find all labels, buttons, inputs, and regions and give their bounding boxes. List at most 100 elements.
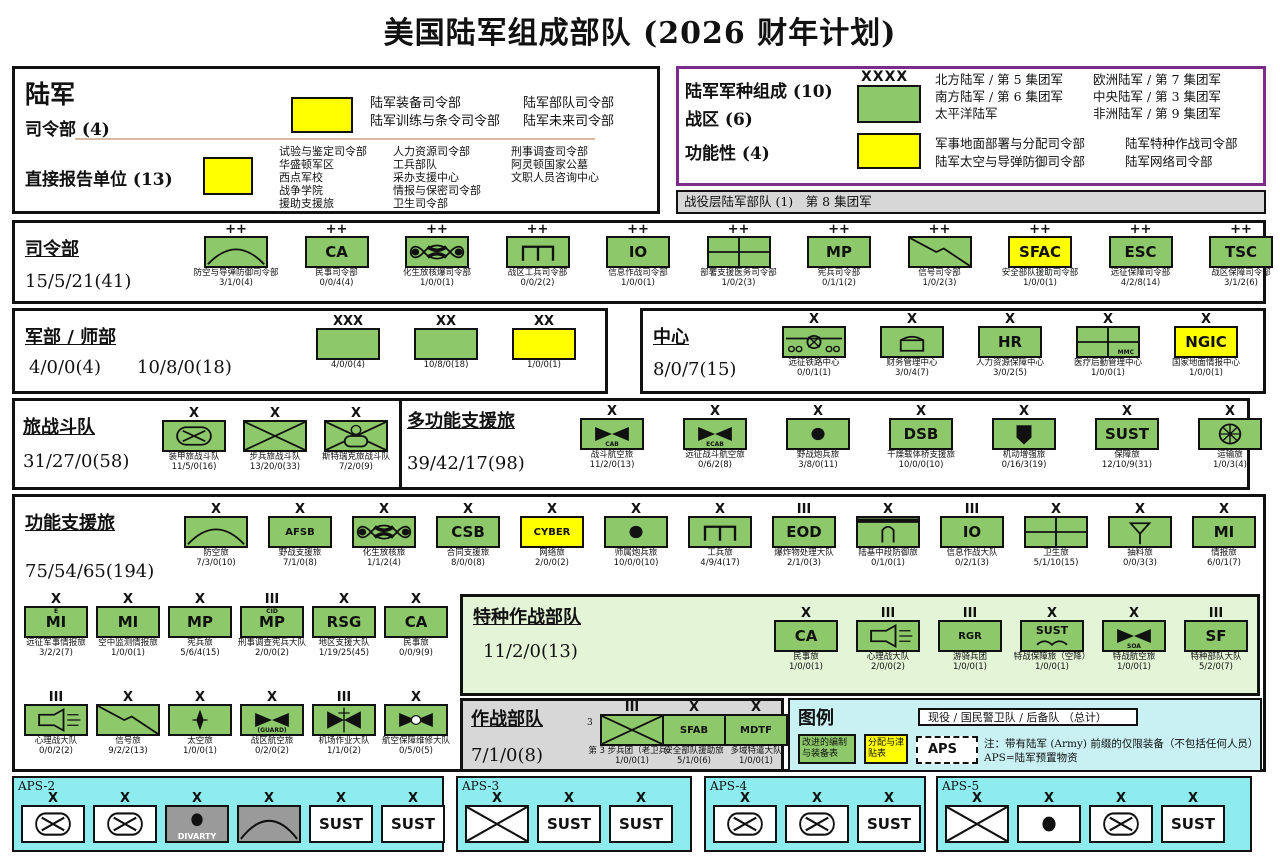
psyop-icon xyxy=(38,707,81,733)
unit-count: 3/0/2(5) xyxy=(993,367,1027,378)
echelon-marker: X xyxy=(563,791,575,806)
unit-frame xyxy=(1024,516,1088,548)
unit-frame xyxy=(706,236,771,268)
echelon-marker: X xyxy=(709,404,721,419)
unit-frame xyxy=(786,418,850,450)
unit-frame: MP xyxy=(168,606,232,638)
unit-name: 特战航空旅 xyxy=(1112,652,1156,662)
unit-frame xyxy=(785,805,849,843)
unit-frame xyxy=(1089,805,1153,843)
armor-icon xyxy=(176,426,212,446)
unit-count: 3/0/4(7) xyxy=(895,367,929,378)
unit-prefix: 3 xyxy=(587,718,593,728)
unit-code: CA xyxy=(325,243,348,261)
unit-count: 1/0/0(1) xyxy=(183,745,217,756)
legend-yellow-label: 分配与津贴表 xyxy=(868,738,905,759)
sof-count: 11/2/0(13) xyxy=(483,641,578,662)
unit-frame: SFAB xyxy=(662,714,726,746)
unit-frame: SUST xyxy=(1161,805,1225,843)
echelon-marker: X xyxy=(210,502,222,517)
dru-item: 战争学院 xyxy=(279,184,323,197)
unit-count: 1/0/2(3) xyxy=(922,277,957,288)
dru-item: 华盛顿军区 xyxy=(279,158,334,171)
echelon-marker: X xyxy=(188,406,200,421)
echelon-marker: ++ xyxy=(1129,222,1152,237)
echelon-marker: X xyxy=(410,690,422,705)
unit-frame xyxy=(465,805,529,843)
shield-icon xyxy=(1016,425,1032,445)
army-dru-yellow-box xyxy=(203,157,253,195)
echelon-marker: X xyxy=(194,592,206,607)
echelon-marker: XX xyxy=(435,314,457,329)
unit-name: 装甲旅战斗队 xyxy=(168,452,220,462)
unit-frame: MP xyxy=(807,236,871,268)
unit-code: CA xyxy=(794,627,818,645)
echelon-marker: X xyxy=(808,312,820,327)
legend-heading: 图例 xyxy=(798,708,834,729)
unit-count: 13/20/0(33) xyxy=(249,461,301,472)
artillery-icon xyxy=(629,525,643,539)
campaign-bar: 战役层陆军部队 (1) 第 8 集团军 xyxy=(676,190,1266,214)
echelon-marker: III xyxy=(624,700,640,715)
unit-frame: EOD xyxy=(772,516,836,548)
asc-theater-unit-6: 非洲陆军 / 第 9 集团军 xyxy=(1093,106,1222,121)
unit-subcode: ECAB xyxy=(706,441,724,448)
infantry-icon xyxy=(245,422,305,450)
unit-name: 游骑兵团 xyxy=(952,652,987,662)
echelon-marker: ++ xyxy=(225,222,247,237)
unit-frame xyxy=(782,326,846,358)
unit-count: 1/19/25(45) xyxy=(318,647,370,658)
legend-aps-label: APS xyxy=(928,742,957,757)
unit-count: 0/0/2(2) xyxy=(39,745,73,756)
unit-frame xyxy=(204,236,268,268)
unit-name: 刑事调查宪兵大队 xyxy=(237,638,306,648)
operational-count: 7/1/0(8) xyxy=(471,745,543,766)
echelon-marker: X xyxy=(338,592,350,607)
echelon-marker: X xyxy=(915,404,927,419)
legend-green-box: 改进的编制与装备表 xyxy=(798,734,856,764)
unit-count: 1/0/0(1) xyxy=(420,277,454,288)
antenna-icon xyxy=(1128,522,1152,545)
unit-count: 11/5/0(16) xyxy=(171,461,217,472)
unit-frame xyxy=(316,328,380,360)
echelon-marker: X xyxy=(906,312,918,327)
legend-green-label: 改进的编制与装备表 xyxy=(802,738,848,759)
unit-frame xyxy=(1108,516,1172,548)
unit-name: 第 3 步兵团（老卫兵） xyxy=(588,746,676,756)
asc-theater-unit-3: 南方陆军 / 第 6 集团军 xyxy=(935,89,1064,104)
unit-symbol: X xyxy=(232,792,306,856)
echelon-marker: X xyxy=(1043,791,1055,806)
unit-frame: SUST xyxy=(1020,620,1084,652)
echelon-marker: X xyxy=(47,791,59,806)
unit-name: 安全部队援助旅 xyxy=(664,746,724,756)
commands-heading: 司令部 xyxy=(25,239,79,260)
unit-code: MI xyxy=(117,613,139,631)
unit-name: 野战炮兵旅 xyxy=(796,450,840,460)
unit-frame xyxy=(237,805,301,843)
unit-name: 战区航空旅 xyxy=(250,736,294,746)
unit-name: 太空旅 xyxy=(187,736,213,746)
echelon-marker: X xyxy=(122,690,134,705)
unit-code: TSC xyxy=(1224,243,1258,261)
